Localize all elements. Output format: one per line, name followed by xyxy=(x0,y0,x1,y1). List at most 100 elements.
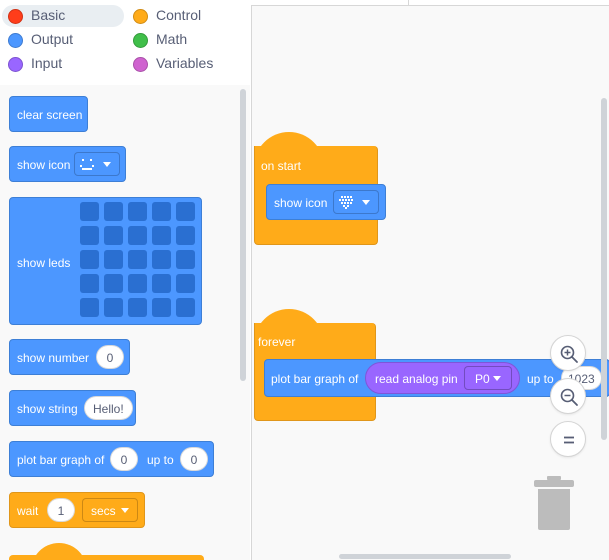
led-cell[interactable] xyxy=(80,274,99,293)
led-cell[interactable] xyxy=(152,298,171,317)
show-number-block[interactable]: show number 0 xyxy=(9,339,130,375)
led-cell[interactable] xyxy=(128,274,147,293)
category-output[interactable]: Output xyxy=(2,29,124,51)
block-label: forever xyxy=(258,335,296,349)
led-cell[interactable] xyxy=(152,274,171,293)
number-input[interactable]: 0 xyxy=(96,345,124,369)
dropdown-label: secs xyxy=(91,504,116,518)
category-dot-icon xyxy=(133,57,148,72)
category-dot-icon xyxy=(8,9,23,24)
led-cell[interactable] xyxy=(128,226,147,245)
smiley-icon xyxy=(79,156,95,172)
led-cell[interactable] xyxy=(104,298,123,317)
category-dot-icon xyxy=(133,9,148,24)
workspace-horizontal-scrollbar[interactable] xyxy=(339,554,511,559)
trash-icon[interactable] xyxy=(532,474,576,532)
flyout-scrollbar[interactable] xyxy=(240,89,246,381)
show-string-block[interactable]: show string Hello! xyxy=(9,390,136,426)
on-start-block[interactable]: on start show icon xyxy=(254,132,386,245)
up-to-label: up to xyxy=(147,453,174,467)
block-label: wait xyxy=(17,504,39,518)
category-label: Math xyxy=(156,31,188,47)
wait-value-input[interactable]: 1 xyxy=(47,498,75,522)
led-cell[interactable] xyxy=(128,298,147,317)
block-label: show string xyxy=(17,402,78,416)
block-label: show icon xyxy=(17,158,71,172)
workspace-vertical-scrollbar[interactable] xyxy=(601,98,607,440)
clear-screen-block[interactable]: clear screen xyxy=(9,96,88,132)
block-label: plot bar graph of xyxy=(17,453,105,467)
pin-dropdown[interactable]: P0 xyxy=(464,366,512,390)
led-cell[interactable] xyxy=(176,226,195,245)
category-dot-icon xyxy=(133,33,148,48)
up-to-label: up to xyxy=(527,372,554,386)
led-cell[interactable] xyxy=(152,226,171,245)
zoom-in-button[interactable] xyxy=(550,335,586,371)
block-label: clear screen xyxy=(17,108,83,122)
show-icon-block[interactable]: show icon xyxy=(9,146,126,182)
zoom-reset-button[interactable] xyxy=(550,421,586,457)
plot-value-input[interactable]: 0 xyxy=(110,447,138,471)
wait-block[interactable]: wait 1 secs xyxy=(9,492,145,528)
read-analog-pin-block[interactable]: read analog pin P0 xyxy=(365,362,520,394)
dropdown-caret-icon xyxy=(103,162,111,167)
block-label: show leds xyxy=(17,256,71,270)
category-dot-icon xyxy=(8,33,23,48)
show-icon-block[interactable]: show icon xyxy=(266,184,386,220)
category-label: Input xyxy=(31,55,63,71)
top-divider xyxy=(0,0,609,5)
led-cell[interactable] xyxy=(176,274,195,293)
led-cell[interactable] xyxy=(104,274,123,293)
category-label: Control xyxy=(156,7,202,23)
dropdown-caret-icon xyxy=(493,376,501,381)
led-cell[interactable] xyxy=(80,250,99,269)
block-label: show icon xyxy=(274,196,328,210)
zoom-out-button[interactable] xyxy=(550,378,586,414)
category-control[interactable]: Control xyxy=(127,5,249,27)
category-math[interactable]: Math xyxy=(127,29,249,51)
led-cell[interactable] xyxy=(104,250,123,269)
zoom-in-icon xyxy=(560,345,578,363)
category-dot-icon xyxy=(8,57,23,72)
show-leds-block[interactable]: show leds xyxy=(9,197,202,325)
block-label: show number xyxy=(17,351,90,365)
led-cell[interactable] xyxy=(128,202,147,221)
led-cell[interactable] xyxy=(128,250,147,269)
led-cell[interactable] xyxy=(80,226,99,245)
led-matrix[interactable] xyxy=(80,202,198,320)
led-cell[interactable] xyxy=(104,226,123,245)
dropdown-label: P0 xyxy=(475,372,490,386)
block-label: read analog pin xyxy=(375,372,458,386)
block-label: plot bar graph of xyxy=(271,372,359,386)
zoom-reset-icon xyxy=(564,436,574,444)
category-label: Basic xyxy=(31,7,66,23)
led-cell[interactable] xyxy=(152,202,171,221)
partial-hat-block[interactable] xyxy=(9,543,204,560)
icon-dropdown[interactable] xyxy=(333,190,379,214)
led-cell[interactable] xyxy=(80,202,99,221)
led-cell[interactable] xyxy=(104,202,123,221)
led-cell[interactable] xyxy=(152,250,171,269)
plot-bar-graph-block[interactable]: plot bar graph of 0 up to 0 xyxy=(9,441,214,477)
category-label: Variables xyxy=(156,55,214,71)
up-to-input[interactable]: 0 xyxy=(180,447,208,471)
led-cell[interactable] xyxy=(176,202,195,221)
dropdown-caret-icon xyxy=(121,508,129,513)
category-label: Output xyxy=(31,31,74,47)
led-cell[interactable] xyxy=(176,298,195,317)
plot-bar-graph-block[interactable]: plot bar graph of read analog pin P0 up … xyxy=(264,359,609,397)
string-input[interactable]: Hello! xyxy=(84,396,133,420)
led-cell[interactable] xyxy=(80,298,99,317)
block-label: on start xyxy=(261,159,302,173)
category-variables[interactable]: Variables xyxy=(127,53,249,75)
category-menu: Basic Control Output Math Input Variable… xyxy=(0,0,250,85)
icon-dropdown[interactable] xyxy=(74,152,120,176)
led-cell[interactable] xyxy=(176,250,195,269)
wait-unit-dropdown[interactable]: secs xyxy=(82,498,138,522)
block-flyout: clear screen show icon show xyxy=(0,85,250,560)
zoom-out-icon xyxy=(560,388,578,406)
workspace[interactable]: on start show icon xyxy=(251,5,609,560)
category-input[interactable]: Input xyxy=(2,53,124,75)
category-basic[interactable]: Basic xyxy=(2,5,124,27)
